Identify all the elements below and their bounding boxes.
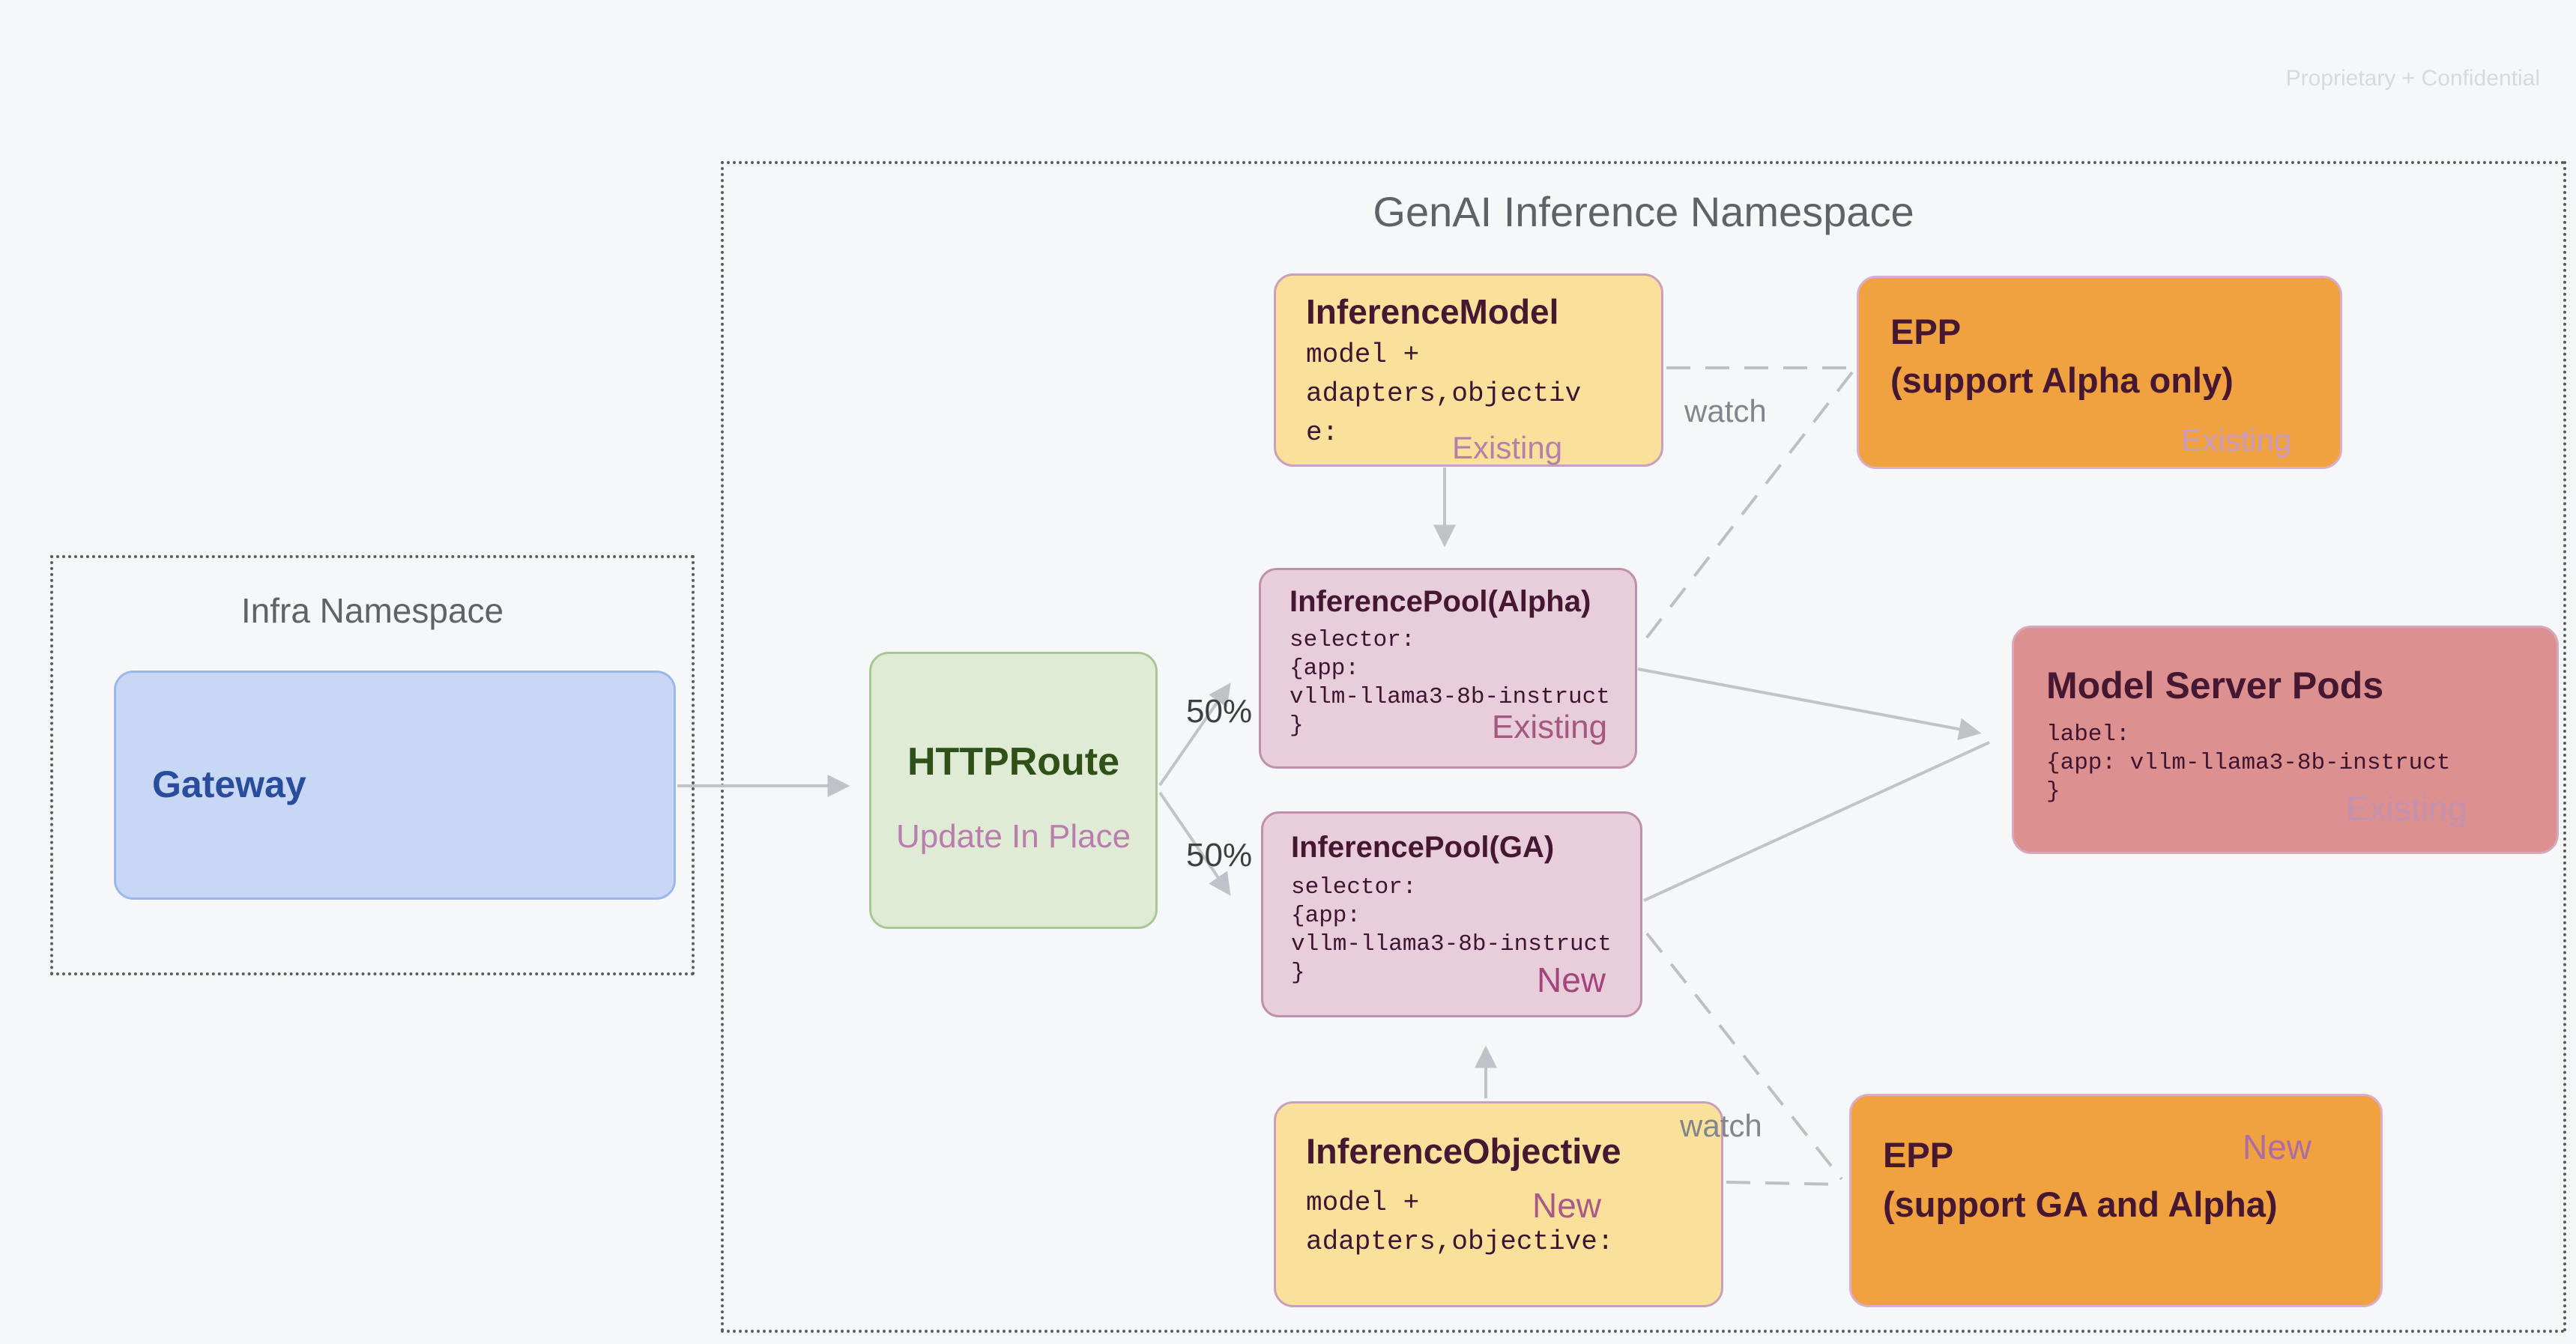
genai-inference-namespace-box [721, 161, 2566, 1333]
traffic-split-label-top: 50% [1186, 693, 1253, 730]
gateway-title: Gateway [152, 763, 306, 805]
code-line: } [1289, 712, 1304, 739]
infra-namespace-box [50, 555, 695, 975]
inference-objective-title: InferenceObjective [1306, 1131, 1621, 1171]
inference-pool-alpha-node: InferencePool(Alpha) selector: {app: vll… [1259, 568, 1637, 769]
inference-objective-node: InferenceObjective model + adapters,obje… [1274, 1101, 1723, 1307]
genai-inference-namespace-title: GenAI Inference Namespace [1373, 188, 1914, 235]
inference-pool-ga-node: InferencePool(GA) selector: {app: vllm-l… [1261, 811, 1642, 1017]
code-line: e: [1306, 417, 1339, 448]
epp-alpha-title-line2: (support Alpha only) [1890, 360, 2234, 400]
status-badge: Existing [2181, 423, 2292, 458]
model-server-pods-node: Model Server Pods label: {app: vllm-llam… [2012, 626, 2559, 854]
code-line: {app: vllm-llama3-8b-instruct [2046, 750, 2451, 776]
confidential-watermark: Proprietary + Confidential [2285, 66, 2540, 91]
status-badge: Existing [1452, 430, 1563, 465]
code-line: selector: [1291, 874, 1417, 900]
inference-model-title: InferenceModel [1306, 292, 1559, 331]
code-line: vllm-llama3-8b-instruct [1289, 684, 1610, 710]
code-line: } [2046, 778, 2061, 805]
code-line: model + [1306, 339, 1420, 370]
inference-pool-alpha-title: InferencePool(Alpha) [1289, 585, 1591, 618]
code-line: adapters,objective: [1306, 1226, 1614, 1257]
code-line: vllm-llama3-8b-instruct [1291, 931, 1612, 957]
status-badge: Existing [1492, 709, 1608, 745]
httproute-node: HTTPRoute Update In Place [869, 652, 1158, 929]
watch-label-top: watch [1684, 393, 1767, 429]
traffic-split-label-bottom: 50% [1186, 837, 1253, 874]
code-line: adapters,objectiv [1306, 378, 1582, 409]
infra-namespace-title: Infra Namespace [241, 591, 504, 630]
epp-alpha-node: EPP (support Alpha only) Existing [1857, 276, 2342, 469]
watch-label-bottom: watch [1680, 1108, 1762, 1143]
code-line: } [1291, 960, 1305, 986]
httproute-subtitle: Update In Place [895, 818, 1131, 855]
gateway-node: Gateway [114, 671, 676, 900]
status-badge: New [1537, 960, 1606, 999]
status-badge: New [2243, 1127, 2312, 1166]
code-line: selector: [1289, 627, 1415, 653]
inference-pool-ga-title: InferencePool(GA) [1291, 831, 1555, 864]
epp-ga-node: EPP (support GA and Alpha) New [1849, 1094, 2383, 1307]
status-badge: Existing [2346, 789, 2467, 828]
epp-alpha-title-line1: EPP [1890, 312, 1962, 351]
epp-ga-title-line1: EPP [1883, 1135, 1954, 1175]
status-badge: New [1532, 1186, 1602, 1225]
epp-ga-title-line2: (support GA and Alpha) [1883, 1184, 2278, 1224]
code-line: {app: [1289, 656, 1360, 682]
code-line: model + [1306, 1187, 1420, 1218]
code-line: {app: [1291, 903, 1361, 929]
httproute-title: HTTPRoute [907, 740, 1120, 784]
code-line: label: [2046, 721, 2130, 748]
inference-model-node: InferenceModel model + adapters,objectiv… [1274, 273, 1663, 467]
model-server-pods-title: Model Server Pods [2046, 665, 2384, 706]
